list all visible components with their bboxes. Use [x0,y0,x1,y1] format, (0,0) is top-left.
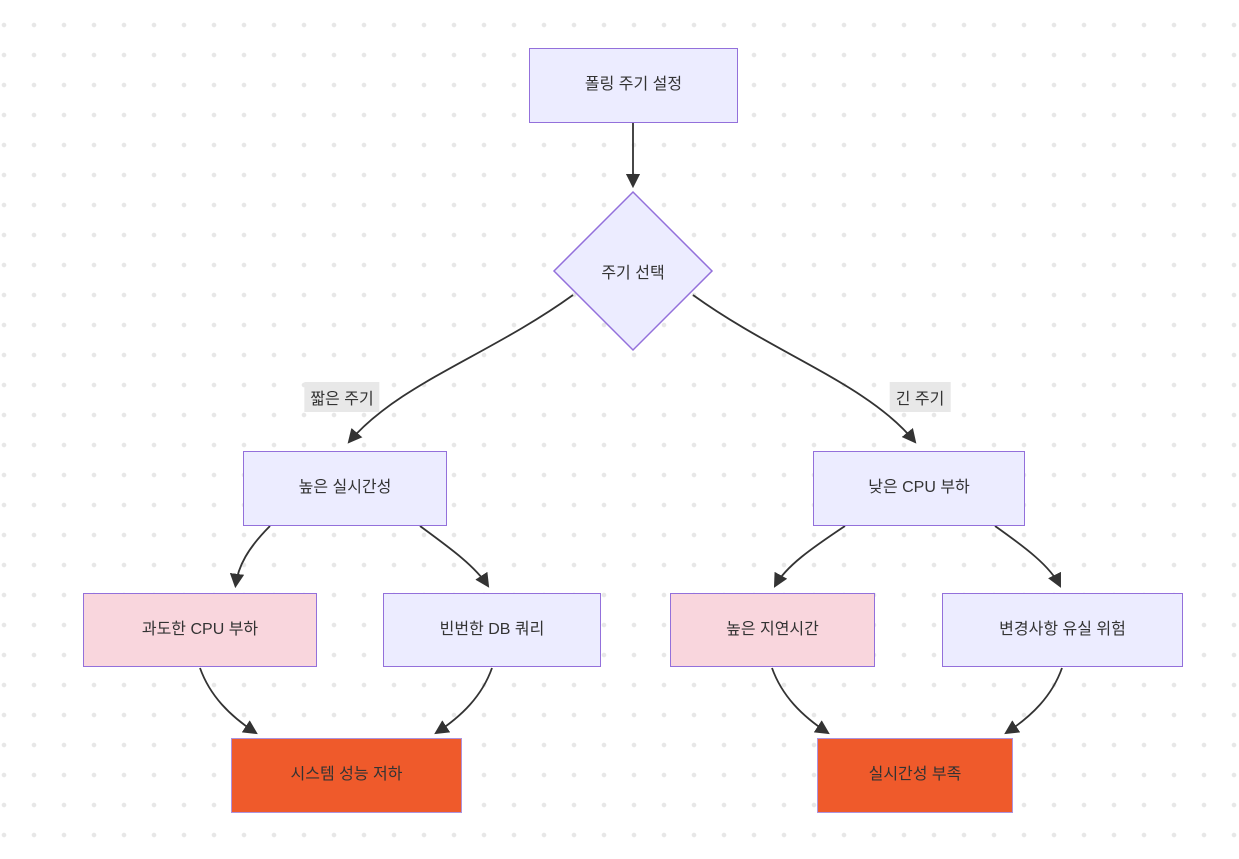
node-polling-setup: 폴링 주기 설정 [529,48,738,123]
edge-cycle-choice-to-low-cpu [692,294,917,444]
node-cycle-choice-shape [552,190,714,352]
edge-frequent-db-to-system-degrade [434,667,493,735]
node-change-loss: 변경사항 유실 위험 [942,593,1183,667]
edge-label-long-cycle: 긴 주기 [889,382,951,412]
node-high-latency: 높은 지연시간 [670,593,875,667]
edge-high-realtime-to-frequent-db [419,525,490,588]
edge-cycle-choice-to-high-realtime [347,294,574,444]
node-cpu-overload: 과도한 CPU 부하 [83,593,317,667]
edge-label-short-cycle: 짧은 주기 [304,382,380,412]
node-lack-realtime: 실시간성 부족 [817,738,1013,813]
node-high-realtime: 높은 실시간성 [243,451,447,526]
node-system-degrade: 시스템 성능 저하 [231,738,462,813]
node-low-cpu: 낮은 CPU 부하 [813,451,1025,526]
edge-high-latency-to-lack-realtime [771,667,830,735]
node-cycle-choice-label: 주기 선택 [601,265,665,282]
edge-change-loss-to-lack-realtime [1004,667,1063,735]
edge-low-cpu-to-high-latency [773,525,846,588]
node-frequent-db: 빈번한 DB 쿼리 [383,593,601,667]
edge-cpu-overload-to-system-degrade [199,667,258,735]
edge-low-cpu-to-change-loss [994,525,1061,588]
edge-high-realtime-to-cpu-overload [229,525,271,589]
